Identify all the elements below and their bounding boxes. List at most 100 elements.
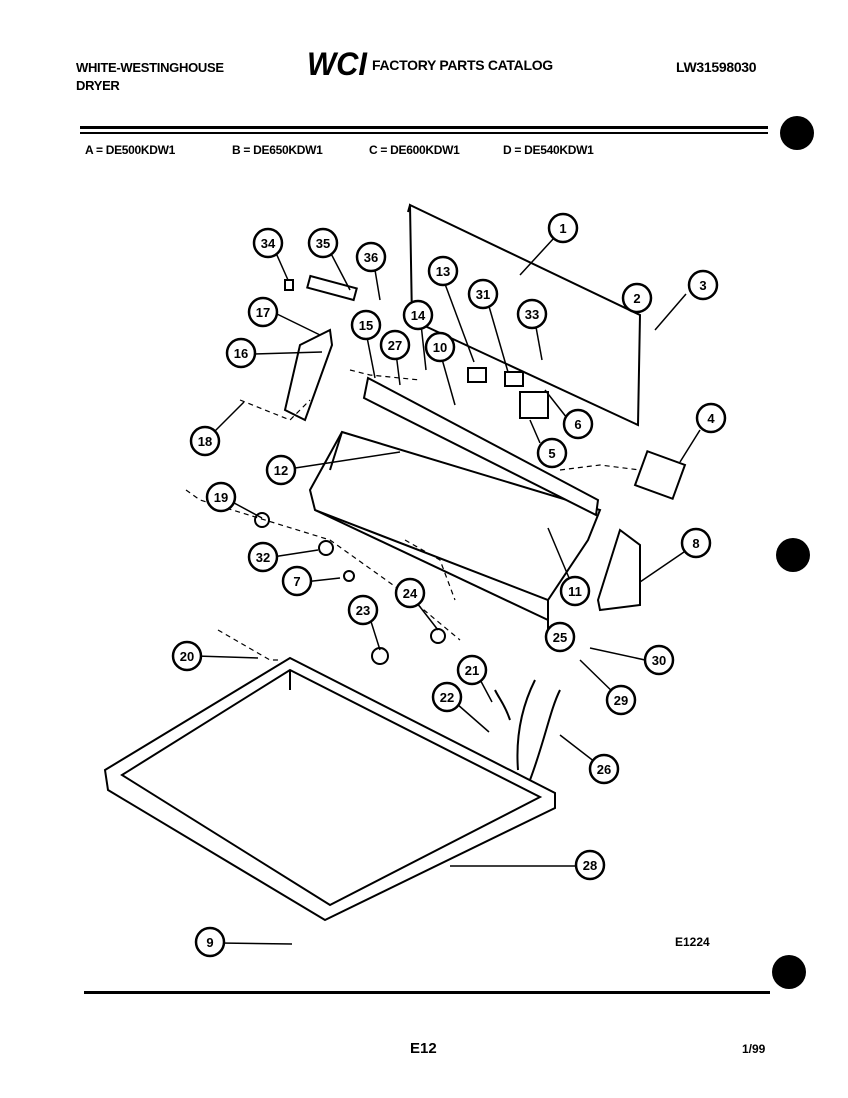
callout-11: 11 [559, 575, 591, 607]
wire-3 [494, 689, 511, 721]
svg-text:4: 4 [707, 411, 715, 426]
header-rule-thick [80, 126, 768, 129]
callout-22: 22 [431, 681, 463, 713]
svg-text:1: 1 [559, 221, 566, 236]
part-34 [284, 279, 294, 291]
callout-27: 27 [379, 329, 411, 361]
top-panel-inner [120, 668, 543, 907]
brand-line-2: DRYER [76, 78, 120, 93]
svg-text:16: 16 [234, 346, 248, 361]
model-b: B = DE650KDW1 [232, 143, 323, 157]
punch-hole-bottom [772, 955, 806, 989]
svg-text:2: 2 [633, 291, 640, 306]
callout-20: 20 [171, 640, 203, 672]
callout-18: 18 [189, 425, 221, 457]
callout-30: 30 [643, 644, 675, 676]
callout-35: 35 [307, 227, 339, 259]
callout-21: 21 [456, 654, 488, 686]
callout-12: 12 [265, 454, 297, 486]
svg-text:33: 33 [525, 307, 539, 322]
part-13 [467, 367, 487, 383]
svg-text:23: 23 [356, 603, 370, 618]
callout-15: 15 [350, 309, 382, 341]
punch-hole-top [780, 116, 814, 150]
callout-17: 17 [247, 296, 279, 328]
svg-text:36: 36 [364, 250, 378, 265]
bracket [283, 328, 334, 422]
punch-hole-middle [776, 538, 810, 572]
callout-36: 36 [355, 241, 387, 273]
catalog-title: FACTORY PARTS CATALOG [372, 57, 553, 73]
svg-text:17: 17 [256, 305, 270, 320]
callout-14: 14 [402, 299, 434, 331]
callout-markers: 1 2 3 4 5 6 7 8 9 10 11 12 13 14 15 16 1… [171, 212, 727, 958]
part-35 [306, 274, 358, 302]
knob-7 [343, 570, 355, 582]
svg-text:30: 30 [652, 653, 666, 668]
callout-23: 23 [347, 594, 379, 626]
svg-text:6: 6 [574, 417, 581, 432]
callout-26: 26 [588, 753, 620, 785]
callout-7: 7 [281, 565, 313, 597]
svg-text:32: 32 [256, 550, 270, 565]
svg-text:31: 31 [476, 287, 490, 302]
svg-text:5: 5 [548, 446, 555, 461]
revision-date: 1/99 [742, 1042, 766, 1056]
callout-31: 31 [467, 278, 499, 310]
callout-25: 25 [544, 621, 576, 653]
callout-8: 8 [680, 527, 712, 559]
svg-text:26: 26 [597, 762, 611, 777]
callout-24: 24 [394, 577, 426, 609]
svg-text:21: 21 [465, 663, 479, 678]
svg-text:7: 7 [293, 574, 300, 589]
svg-text:35: 35 [316, 236, 330, 251]
wire-2 [529, 689, 561, 781]
callout-9: 9 [194, 926, 226, 958]
callout-13: 13 [427, 255, 459, 287]
callout-3: 3 [687, 269, 719, 301]
svg-text:29: 29 [614, 693, 628, 708]
callout-4: 4 [695, 402, 727, 434]
svg-text:12: 12 [274, 463, 288, 478]
svg-text:18: 18 [198, 434, 212, 449]
catalog-number: LW31598030 [676, 59, 757, 75]
svg-text:13: 13 [436, 264, 450, 279]
wci-logo: WCI [307, 47, 368, 79]
svg-text:3: 3 [699, 278, 706, 293]
callout-16: 16 [225, 337, 257, 369]
knob-24 [430, 628, 446, 644]
part-31 [504, 371, 524, 387]
model-d: D = DE540KDW1 [503, 143, 594, 157]
callout-33: 33 [516, 298, 548, 330]
svg-text:19: 19 [214, 490, 228, 505]
svg-text:WCI: WCI [307, 47, 368, 79]
svg-text:27: 27 [388, 338, 402, 353]
knob-32 [318, 540, 334, 556]
svg-text:34: 34 [261, 236, 276, 251]
svg-text:14: 14 [411, 308, 426, 323]
figure-id: E1224 [675, 935, 710, 949]
callout-29: 29 [605, 684, 637, 716]
callout-6: 6 [562, 408, 594, 440]
callout-5: 5 [536, 437, 568, 469]
callout-32: 32 [247, 541, 279, 573]
svg-text:8: 8 [692, 536, 699, 551]
callout-19: 19 [205, 481, 237, 513]
svg-text:25: 25 [553, 630, 567, 645]
knob-23 [371, 647, 389, 665]
callout-10: 10 [424, 331, 456, 363]
dashed-guide-lines [185, 369, 641, 661]
page-number: E12 [410, 1040, 437, 1057]
svg-text:11: 11 [568, 584, 582, 599]
end-cap [596, 528, 641, 612]
footer-rule [84, 991, 770, 994]
timer-switch [633, 449, 687, 501]
svg-text:20: 20 [180, 649, 194, 664]
model-c: C = DE600KDW1 [369, 143, 460, 157]
svg-text:24: 24 [403, 586, 418, 601]
knob-19 [254, 512, 270, 528]
svg-text:15: 15 [359, 318, 373, 333]
svg-text:10: 10 [433, 340, 447, 355]
callout-28: 28 [574, 849, 606, 881]
